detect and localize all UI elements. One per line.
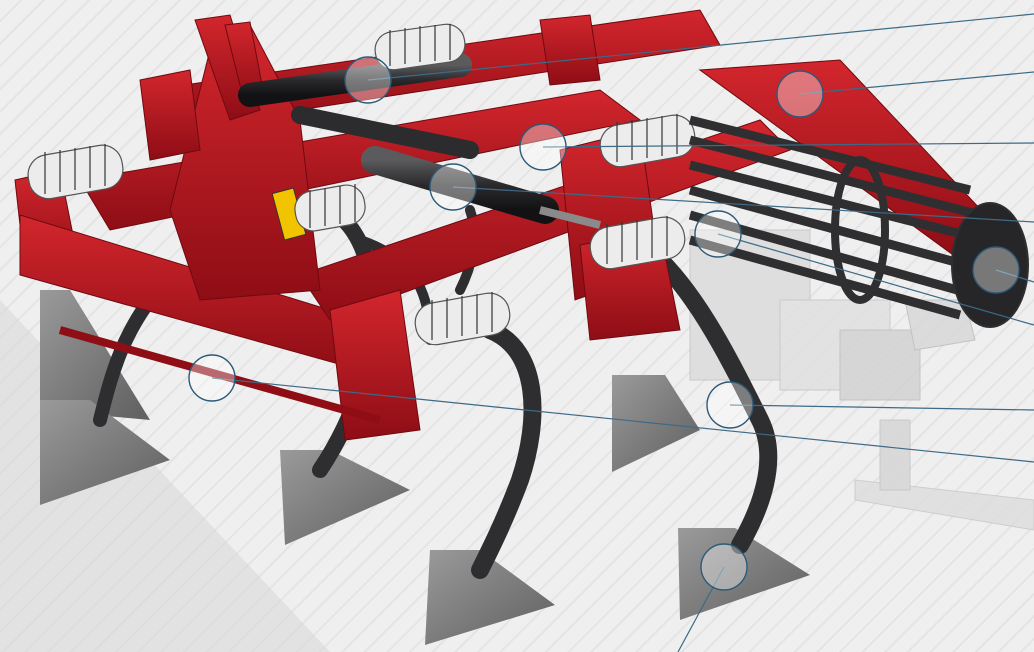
ram-upper bbox=[238, 53, 472, 107]
callout-circles bbox=[188, 56, 1020, 591]
callout-9 bbox=[700, 543, 748, 591]
callout-5 bbox=[972, 246, 1020, 294]
spring-5 bbox=[599, 114, 696, 168]
share-1 bbox=[40, 290, 150, 420]
spring-4 bbox=[414, 292, 511, 346]
share-4 bbox=[425, 550, 555, 645]
spring-2 bbox=[294, 184, 366, 232]
frame-plate-left bbox=[139, 69, 201, 161]
ghost-rear-assembly bbox=[689, 229, 1034, 531]
side-plate-rear bbox=[539, 14, 601, 86]
leader-3 bbox=[542, 142, 1034, 148]
callout-8 bbox=[188, 354, 236, 402]
tines bbox=[93, 202, 778, 579]
leader-2 bbox=[799, 71, 1034, 95]
roller-end-disc bbox=[951, 202, 1029, 328]
callout-3 bbox=[519, 123, 567, 171]
tine-4 bbox=[651, 251, 778, 554]
share-3 bbox=[280, 450, 410, 545]
shares bbox=[40, 290, 810, 645]
tine-1 bbox=[93, 293, 157, 427]
tine-3 bbox=[471, 321, 542, 579]
callout-1 bbox=[344, 56, 392, 104]
leader-1 bbox=[367, 13, 1034, 81]
roller-cage bbox=[688, 115, 1029, 328]
leader-8 bbox=[211, 377, 1034, 463]
ram-middle bbox=[291, 106, 479, 159]
callout-7 bbox=[706, 381, 754, 429]
callout-leaders bbox=[211, 13, 1034, 652]
ram-rod bbox=[539, 206, 601, 229]
callout-4 bbox=[429, 163, 477, 211]
spring-1 bbox=[27, 144, 124, 200]
callout-2 bbox=[776, 70, 824, 118]
callout-6 bbox=[694, 210, 742, 258]
cross-bar bbox=[58, 326, 382, 424]
spring-6 bbox=[589, 216, 686, 270]
leader-4 bbox=[452, 186, 1034, 223]
leader-6 bbox=[717, 233, 1034, 326]
spring-3 bbox=[374, 23, 466, 71]
roller-ring-front bbox=[831, 156, 889, 304]
springs bbox=[27, 23, 696, 346]
ram-lower bbox=[361, 146, 559, 224]
bracket-front-right bbox=[329, 289, 421, 441]
hydraulics bbox=[238, 53, 601, 229]
leader-7 bbox=[729, 404, 1034, 411]
share-6 bbox=[678, 528, 810, 620]
share-2 bbox=[40, 400, 170, 505]
leader-5 bbox=[995, 269, 1034, 283]
leader-9 bbox=[677, 566, 725, 652]
